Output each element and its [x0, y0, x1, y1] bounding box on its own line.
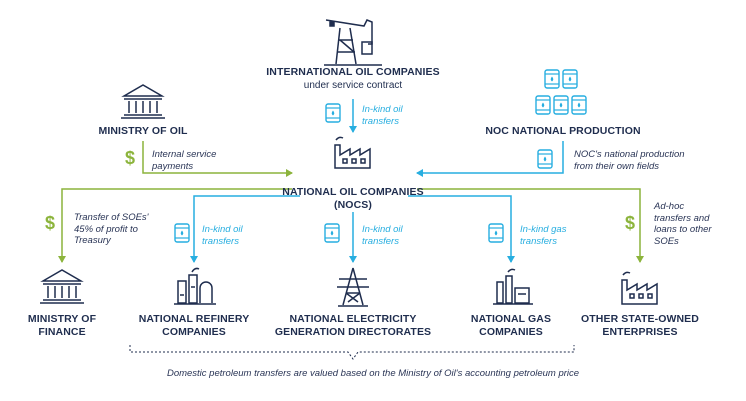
node-gas: NATIONAL GAS COMPANIES: [461, 313, 561, 339]
refinery-line-1: NATIONAL REFINERY: [138, 313, 250, 325]
dollar-icon: [124, 148, 136, 168]
node-ioc: INTERNATIONAL OIL COMPANIES: [243, 66, 463, 79]
note-ministry-payments: Internal service payments: [152, 149, 217, 172]
node-ministry-of-finance: MINISTRY OF FINANCE: [12, 313, 112, 339]
footnote-brace: [129, 345, 575, 360]
finance-line-1: MINISTRY OF: [27, 313, 97, 325]
dollar-icon: [44, 213, 56, 233]
node-noc-production: NOC NATIONAL PRODUCTION: [485, 125, 641, 137]
ioc-title: INTERNATIONAL OIL COMPANIES: [266, 66, 440, 78]
ioc-subtitle: under service contract: [303, 80, 403, 91]
government-building-icon: [40, 269, 84, 304]
note-ioc-transfers: In-kind oil transfers: [362, 104, 403, 127]
soe-line-1: OTHER STATE-OWNED: [581, 313, 699, 325]
barrel-icon: [174, 223, 190, 243]
oil-barrels-icon: [535, 69, 587, 115]
arrow-ministry-to-nocs: [142, 141, 293, 177]
node-electricity: NATIONAL ELECTRICITY GENERATION DIRECTOR…: [268, 313, 438, 339]
node-other-soe: OTHER STATE-OWNED ENTERPRISES: [580, 313, 700, 339]
barrel-icon: [488, 223, 504, 243]
gas-plant-icon: [493, 268, 533, 305]
arrow-nocs-to-refinery: [190, 195, 300, 263]
nocs-line-1: NATIONAL OIL COMPANIES: [282, 186, 424, 198]
dollar-icon: [624, 213, 636, 233]
arrow-nocs-to-finance: [58, 188, 292, 263]
note-soe-transfers: Ad-hoc transfers and loans to other SOEs: [654, 201, 712, 247]
government-building-icon: [121, 84, 165, 119]
factory-icon: [334, 136, 371, 169]
refinery-icon: [174, 267, 216, 305]
note-refinery-transfers: In-kind oil transfers: [202, 224, 243, 247]
note-finance-transfer: Transfer of SOEs' 45% of profit to Treas…: [74, 212, 149, 246]
factory-icon: [621, 271, 658, 305]
electricity-line-1: NATIONAL ELECTRICITY: [289, 313, 417, 325]
gas-line-2: COMPANIES: [479, 326, 543, 338]
footnote: Domestic petroleum transfers are valued …: [166, 368, 580, 379]
arrow-nocprod-to-nocs: [416, 141, 564, 177]
gas-line-1: NATIONAL GAS: [470, 313, 552, 325]
node-nocs: NATIONAL OIL COMPANIES (NOCS): [263, 186, 443, 212]
barrel-icon: [324, 223, 340, 243]
note-gas-transfers: In-kind gas transfers: [520, 224, 567, 247]
electricity-line-2: GENERATION DIRECTORATES: [274, 326, 432, 338]
nocs-line-2: (NOCS): [334, 199, 372, 211]
note-electricity-transfers: In-kind oil transfers: [362, 224, 403, 247]
node-ministry-of-oil: MINISTRY OF OIL: [98, 125, 188, 137]
finance-line-2: FINANCE: [38, 326, 86, 338]
soe-line-2: ENTERPRISES: [602, 326, 678, 338]
barrel-icon: [325, 103, 341, 123]
node-refinery: NATIONAL REFINERY COMPANIES: [134, 313, 254, 339]
arrow-nocs-to-soe: [417, 188, 644, 263]
barrel-icon: [537, 149, 553, 169]
refinery-line-2: COMPANIES: [162, 326, 226, 338]
arrow-nocs-to-gas: [408, 195, 515, 263]
oil-pump-icon: [324, 19, 382, 66]
power-pylon-icon: [337, 267, 369, 307]
note-noc-production: NOC's national production from their own…: [574, 149, 685, 172]
